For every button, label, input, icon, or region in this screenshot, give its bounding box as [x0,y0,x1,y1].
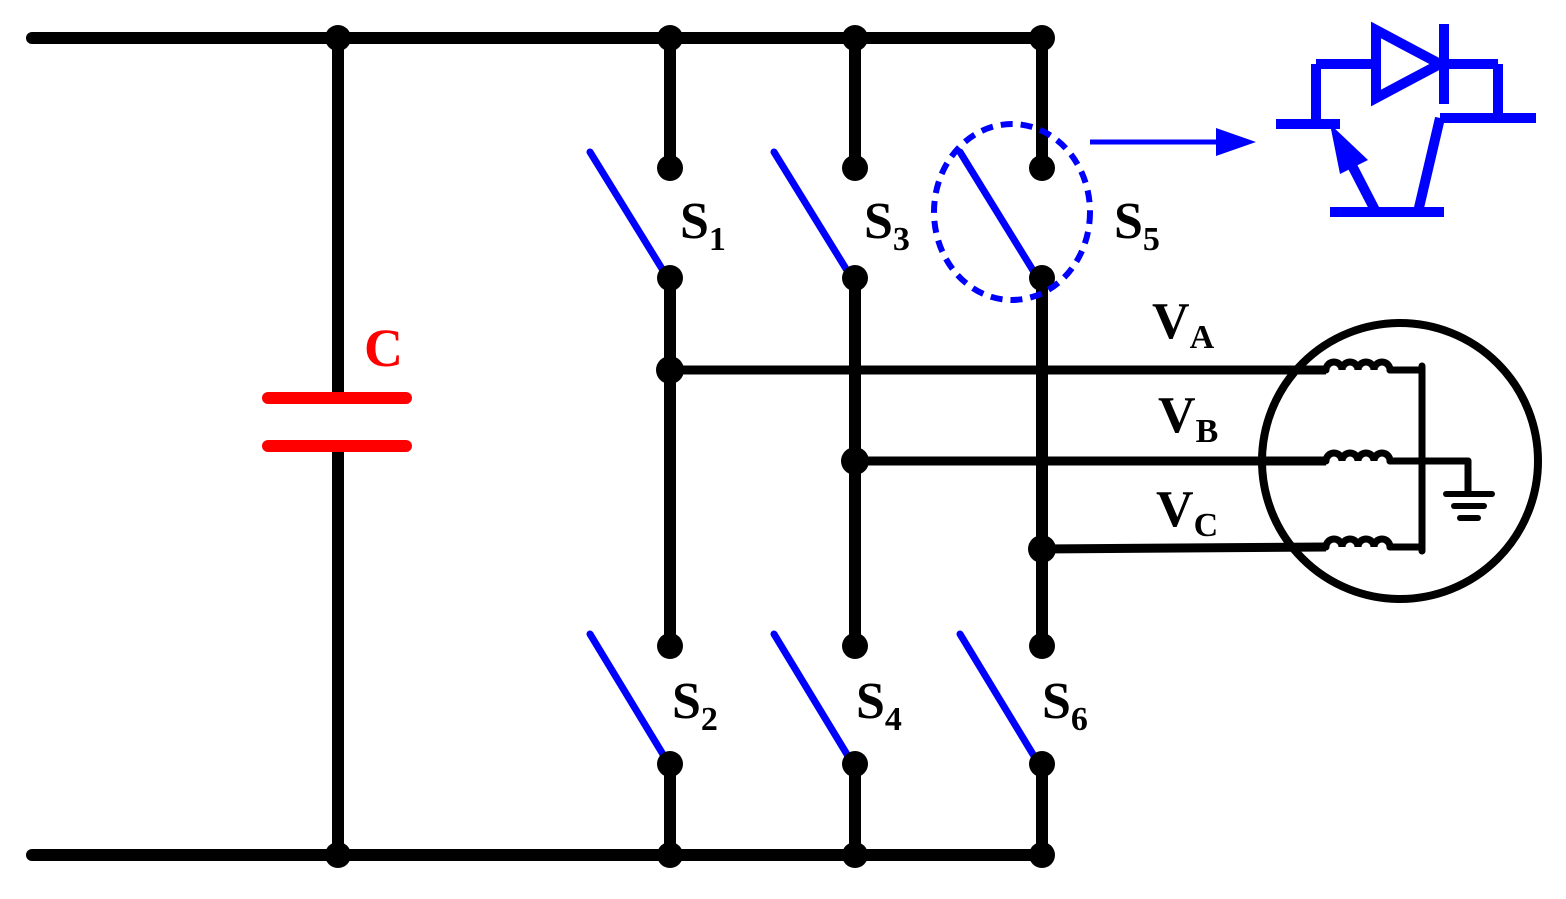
winding-a [1322,358,1394,374]
winding-c [1322,535,1394,551]
junction-dot [1028,535,1056,563]
dc-bus [26,32,1050,861]
winding-b [1322,449,1394,465]
switch-label-s3: S3 [864,193,910,258]
switch-labels: S1 S3 S5 S2 S4 S6 [672,193,1160,738]
junction-dot [657,25,683,51]
junction-dot [325,842,351,868]
terminal-dot [842,155,868,181]
junction-dot [1029,842,1055,868]
terminal-dot [657,265,683,291]
switch-s1 [586,148,668,276]
switch-label-s6: S6 [1042,673,1088,738]
junction-dot [842,842,868,868]
switch-s3 [770,148,852,276]
switch-s6 [956,630,1038,760]
switch-label-s4: S4 [856,673,902,738]
terminal-dot [842,633,868,659]
motor-windings [1322,358,1472,555]
junction-dot [842,25,868,51]
junction-dot [841,447,869,475]
terminal-dot [657,155,683,181]
terminal-dot [1029,265,1055,291]
capacitor-label: C [364,318,403,378]
switch-label-s2: S2 [672,673,718,738]
phase-label-vb: VB [1158,387,1218,450]
switch-s4 [770,630,852,760]
ground-icon [1443,491,1495,521]
phase-wires [670,365,1327,554]
collector-diag [1413,116,1445,214]
terminal-dot [842,751,868,777]
diode-triangle [1371,21,1451,107]
capacitor-branch: C [262,38,412,855]
s5-highlight-ellipse [931,121,1093,303]
junction-dot [657,842,683,868]
detail-arrow [1090,128,1256,156]
junction-dot [656,356,684,384]
switch-s2 [586,630,668,760]
junction-dot [1029,25,1055,51]
terminal-dot [657,751,683,777]
junction-dot [325,25,351,51]
phase-c-wire [1041,542,1327,554]
phase-label-va: VA [1152,293,1215,356]
switch-label-s1: S1 [680,193,726,258]
terminal-dot [1029,155,1055,181]
switch-terminals [657,155,1055,777]
switch-label-s5: S5 [1114,193,1160,258]
three-phase-motor-icon [1258,319,1542,603]
terminal-dot [1029,751,1055,777]
terminal-dot [842,265,868,291]
igbt-with-antiparallel-diode-icon [1276,21,1536,217]
emitter-arrow [1330,124,1368,174]
terminal-dot [1029,633,1055,659]
phase-labels: VA VB VC [1152,293,1218,544]
switch-s5 [956,148,1038,276]
phase-label-vc: VC [1156,481,1218,544]
motor-outline [1258,319,1542,603]
junction-dots [325,25,1056,868]
terminal-dot [657,633,683,659]
detail-arrow-head [1216,128,1256,156]
